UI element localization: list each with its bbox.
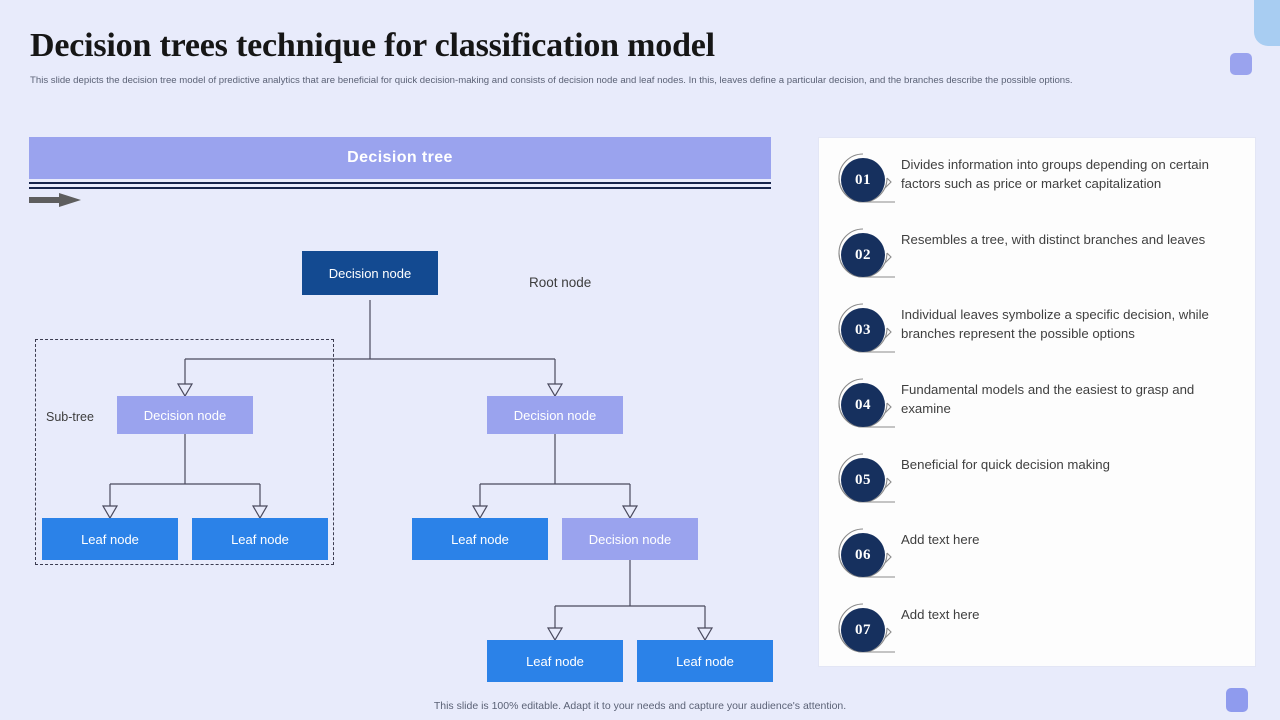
page-title: Decision trees technique for classificat…	[30, 27, 715, 64]
badge-ring-icon: 04	[833, 373, 901, 435]
badge-ring-icon: 07	[833, 598, 901, 660]
decor-square-bottom-right	[1226, 688, 1248, 712]
diagram-banner: Decision tree	[29, 137, 771, 179]
tree-node-leaf-3-label: Leaf node	[451, 531, 509, 547]
badge-ring-icon: 06	[833, 523, 901, 585]
list-item-number: 01	[841, 158, 885, 202]
tree-node-decision-nested-label: Decision node	[588, 531, 672, 547]
tree-node-leaf-5[interactable]: Leaf node	[637, 640, 773, 682]
subtree-boundary	[35, 339, 334, 565]
tree-node-root[interactable]: Decision node	[302, 251, 438, 295]
list-item-text: Add text here	[901, 607, 980, 622]
footer-note: This slide is 100% editable. Adapt it to…	[433, 700, 847, 712]
subtree-label: Sub-tree	[46, 410, 94, 424]
list-item-text: Beneficial for quick decision making	[901, 457, 1110, 472]
root-node-pointer-icon	[29, 193, 81, 207]
list-item[interactable]: 07 Add text here	[833, 598, 1245, 660]
list-item-number: 02	[841, 233, 885, 277]
list-item-text: Divides information into groups dependin…	[901, 157, 1209, 191]
list-item[interactable]: 06 Add text here	[833, 523, 1245, 585]
decor-shape-top-right	[1254, 0, 1280, 46]
tree-node-leaf-4[interactable]: Leaf node	[487, 640, 623, 682]
list-item-text: Resembles a tree, with distinct branches…	[901, 232, 1206, 247]
tree-node-decision-left[interactable]: Decision node	[117, 396, 253, 434]
list-item-number: 05	[841, 458, 885, 502]
tree-node-leaf-3[interactable]: Leaf node	[412, 518, 548, 560]
tree-node-leaf-1[interactable]: Leaf node	[42, 518, 178, 560]
banner-rule-lower	[29, 187, 771, 189]
tree-canvas: Sub-tree Decision node Root node Decisio…	[29, 193, 773, 682]
badge-ring-icon: 02	[833, 223, 901, 285]
list-item[interactable]: 03 Individual leaves symbolize a specifi…	[833, 298, 1245, 360]
list-item-text: Add text here	[901, 532, 980, 547]
tree-node-leaf-2[interactable]: Leaf node	[192, 518, 328, 560]
insights-list: 01 Divides information into groups depen…	[819, 138, 1255, 666]
badge-ring-icon: 01	[833, 148, 901, 210]
list-item-text: Fundamental models and the easiest to gr…	[901, 382, 1195, 416]
list-item-text: Individual leaves symbolize a specific d…	[901, 307, 1209, 341]
list-item[interactable]: 05 Beneficial for quick decision making	[833, 448, 1245, 510]
list-item[interactable]: 01 Divides information into groups depen…	[833, 148, 1245, 210]
list-item[interactable]: 02 Resembles a tree, with distinct branc…	[833, 223, 1245, 285]
tree-node-leaf-4-label: Leaf node	[526, 653, 584, 669]
tree-node-leaf-1-label: Leaf node	[81, 531, 139, 547]
tree-node-root-label: Decision node	[328, 265, 412, 281]
tree-node-decision-right[interactable]: Decision node	[487, 396, 623, 434]
insights-panel: 01 Divides information into groups depen…	[818, 137, 1256, 667]
tree-node-decision-right-label: Decision node	[513, 407, 597, 423]
decision-tree-diagram: Decision tree	[29, 137, 773, 682]
page-subtitle: This slide depicts the decision tree mod…	[30, 75, 1073, 86]
list-item-number: 06	[841, 533, 885, 577]
list-item[interactable]: 04 Fundamental models and the easiest to…	[833, 373, 1245, 435]
badge-ring-icon: 03	[833, 298, 901, 360]
diagram-banner-label: Decision tree	[347, 149, 453, 166]
tree-node-decision-nested[interactable]: Decision node	[562, 518, 698, 560]
list-item-number: 03	[841, 308, 885, 352]
decor-square-top-right	[1230, 53, 1252, 75]
tree-connectors	[101, 300, 714, 642]
tree-node-decision-left-label: Decision node	[143, 407, 227, 423]
list-item-number: 07	[841, 608, 885, 652]
root-node-caption: Root node	[529, 275, 592, 290]
badge-ring-icon: 05	[833, 448, 901, 510]
list-item-number: 04	[841, 383, 885, 427]
tree-node-leaf-2-label: Leaf node	[231, 531, 289, 547]
tree-node-leaf-5-label: Leaf node	[676, 653, 734, 669]
banner-rule-upper	[29, 182, 771, 184]
